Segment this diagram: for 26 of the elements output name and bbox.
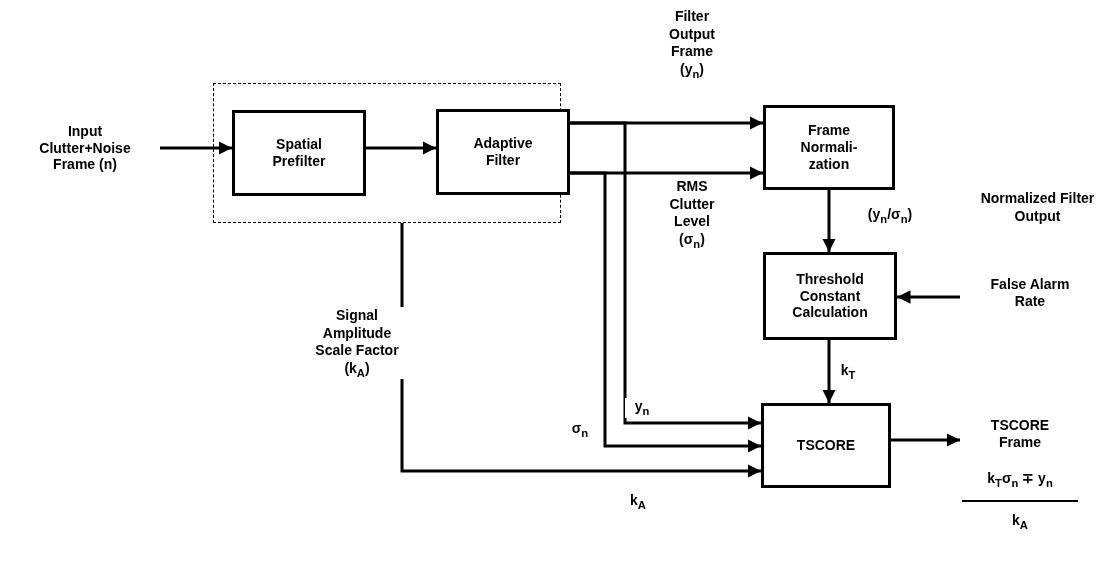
box-label: Spatial Prefilter [271, 136, 327, 170]
arrow [897, 290, 960, 304]
arrow [891, 433, 960, 447]
formula-denominator: k$_{A}$ [1011, 512, 1029, 532]
io-text: False Alarm Rate [989, 276, 1071, 310]
signal-label: k$_{A}$ [629, 492, 647, 512]
note-label: Normalized Filter Output [980, 190, 1095, 225]
io-text: TSCORE Frame [989, 417, 1051, 451]
process-box [763, 252, 897, 340]
io-text: Input Clutter+Noise Frame (n) [38, 122, 132, 174]
arrow [570, 171, 761, 453]
box-label: Frame Normali- zation [799, 122, 859, 173]
process-box [763, 105, 895, 190]
arrow [570, 121, 761, 430]
process-box [761, 403, 891, 488]
process-box [232, 110, 366, 196]
box-label: TSCORE [795, 437, 857, 454]
arrow [400, 223, 761, 478]
box-label: Threshold Constant Calculation [791, 270, 869, 322]
box-label: Adaptive Filter [472, 135, 534, 169]
arrow [822, 340, 836, 403]
process-box [436, 109, 570, 195]
arrow [366, 141, 436, 155]
formula-numerator: k$_{T}$σ$_{n}$ ∓ y$_{n}$ [986, 470, 1054, 490]
arrow [822, 190, 836, 252]
arrow [160, 141, 232, 155]
